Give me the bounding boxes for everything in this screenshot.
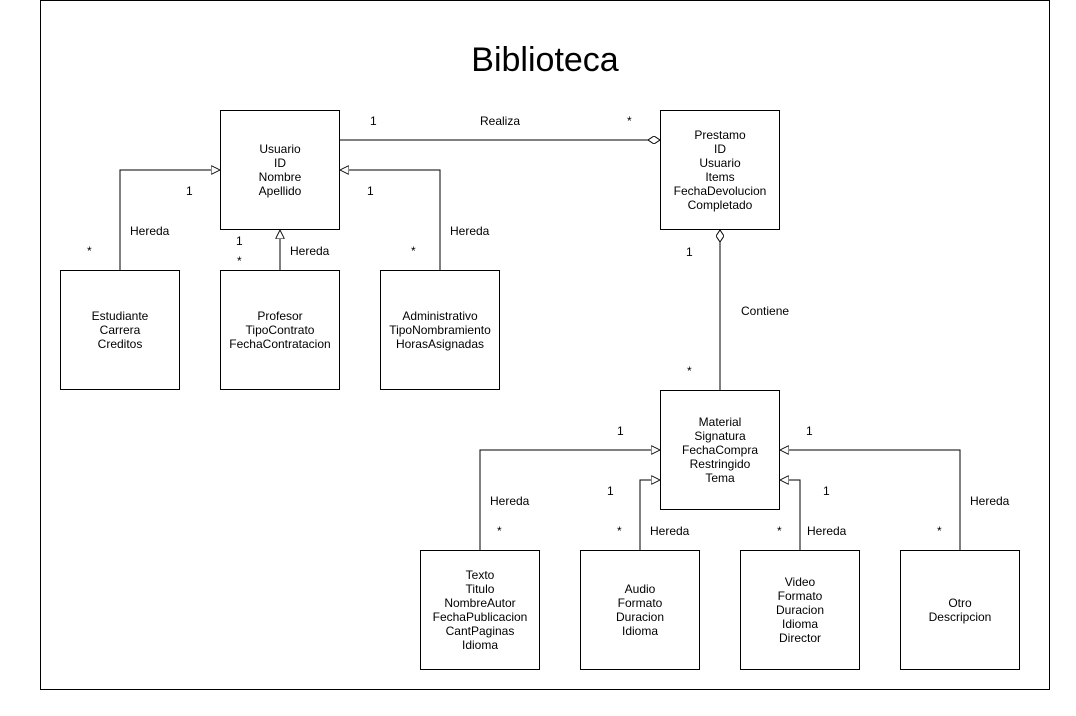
attribute: Carrera xyxy=(99,323,141,337)
edge-administrativo-usuario xyxy=(340,170,441,270)
attribute: Nombre xyxy=(258,170,302,184)
multiplicity-usuario-administrativo: 1 xyxy=(367,184,374,198)
diagram-frame xyxy=(40,0,1050,690)
label-hereda-texto: Hereda xyxy=(490,494,530,508)
edge-estudiante-usuario xyxy=(119,170,220,270)
multiplicity-usuario-estudiante: 1 xyxy=(186,184,193,198)
attribute: Titulo xyxy=(465,582,495,596)
attribute: FechaDevolucion xyxy=(673,184,767,198)
edge-texto-material xyxy=(479,450,660,550)
attribute: Signatura xyxy=(694,429,746,443)
multiplicity-video: * xyxy=(777,524,782,538)
edge-otro-material xyxy=(780,450,961,550)
attribute: CantPaginas xyxy=(445,624,515,638)
attribute: Idioma xyxy=(621,624,659,638)
attribute: TipoContrato xyxy=(245,323,315,337)
label-hereda-estudiante: Hereda xyxy=(130,224,170,238)
class-texto: Texto Titulo NombreAutor FechaPublicacio… xyxy=(420,550,540,670)
attribute: Apellido xyxy=(258,184,302,198)
label-hereda-otro: Hereda xyxy=(970,494,1010,508)
attribute: Duracion xyxy=(615,610,665,624)
label-realiza: Realiza xyxy=(480,114,521,128)
multiplicity-audio: * xyxy=(617,524,622,538)
multiplicity-material-video: 1 xyxy=(823,484,830,498)
attribute: Idioma xyxy=(461,638,499,652)
attribute: FechaContratacion xyxy=(229,337,331,351)
multiplicity-prestamo-contiene: 1 xyxy=(686,245,693,259)
attribute: ID xyxy=(714,142,726,156)
attribute: FechaPublicacion xyxy=(432,610,528,624)
label-hereda-audio: Hereda xyxy=(650,524,690,538)
class-name: Texto xyxy=(465,568,495,582)
attribute: Usuario xyxy=(699,156,741,170)
attribute: Formato xyxy=(777,589,823,603)
multiplicity-profesor: * xyxy=(237,254,242,268)
attribute: Descripcion xyxy=(928,610,992,624)
label-hereda-profesor: Hereda xyxy=(290,244,330,258)
attribute: Idioma xyxy=(781,617,819,631)
label-contiene: Contiene xyxy=(741,304,790,318)
class-video: Video Formato Duracion Idioma Director xyxy=(740,550,860,670)
class-name: Video xyxy=(784,575,816,589)
class-material: Material Signatura FechaCompra Restringi… xyxy=(660,390,780,510)
attribute: Tema xyxy=(705,471,735,485)
multiplicity-estudiante: * xyxy=(87,244,92,258)
class-usuario: Usuario ID Nombre Apellido xyxy=(220,110,340,230)
multiplicity-usuario-profesor: 1 xyxy=(236,234,243,248)
diagram-title: Biblioteca xyxy=(471,41,619,79)
multiplicity-material-audio: 1 xyxy=(607,484,614,498)
class-prestamo: Prestamo ID Usuario Items FechaDevolucio… xyxy=(660,110,780,230)
label-hereda-video: Hereda xyxy=(807,524,847,538)
attribute: Creditos xyxy=(97,337,143,351)
attribute: Items xyxy=(705,170,735,184)
attribute: Director xyxy=(778,631,821,645)
attribute: Restringido xyxy=(689,457,751,471)
label-hereda-administrativo: Hereda xyxy=(450,224,490,238)
class-name: Profesor xyxy=(257,309,303,323)
multiplicity-material-contiene: * xyxy=(687,364,692,378)
class-name: Audio xyxy=(624,582,656,596)
attribute: Formato xyxy=(617,596,663,610)
class-profesor: Profesor TipoContrato FechaContratacion xyxy=(220,270,340,390)
edge-audio-material xyxy=(639,480,660,550)
edge-video-material xyxy=(780,480,801,550)
class-administrativo: Administrativo TipoNombramiento HorasAsi… xyxy=(380,270,500,390)
class-name: Prestamo xyxy=(694,128,746,142)
attribute: Completado xyxy=(687,198,753,212)
class-name: Usuario xyxy=(259,142,301,156)
attribute: Duracion xyxy=(775,603,825,617)
class-name: Otro xyxy=(948,596,972,610)
multiplicity-usuario-realiza: 1 xyxy=(370,114,377,128)
class-name: Estudiante xyxy=(91,309,149,323)
class-otro: Otro Descripcion xyxy=(900,550,1020,670)
multiplicity-administrativo: * xyxy=(411,244,416,258)
multiplicity-prestamo-realiza: * xyxy=(627,114,632,128)
multiplicity-texto: * xyxy=(497,524,502,538)
multiplicity-material-texto: 1 xyxy=(617,424,624,438)
attribute: FechaCompra xyxy=(681,443,759,457)
attribute: NombreAutor xyxy=(444,596,516,610)
attribute: TipoNombramiento xyxy=(389,323,491,337)
multiplicity-material-otro: 1 xyxy=(806,424,813,438)
class-estudiante: Estudiante Carrera Creditos xyxy=(60,270,180,390)
class-name: Administrativo xyxy=(402,309,478,323)
attribute: HorasAsignadas xyxy=(395,337,485,351)
multiplicity-otro: * xyxy=(937,524,942,538)
class-name: Material xyxy=(698,415,742,429)
attribute: ID xyxy=(274,156,286,170)
class-audio: Audio Formato Duracion Idioma xyxy=(580,550,700,670)
